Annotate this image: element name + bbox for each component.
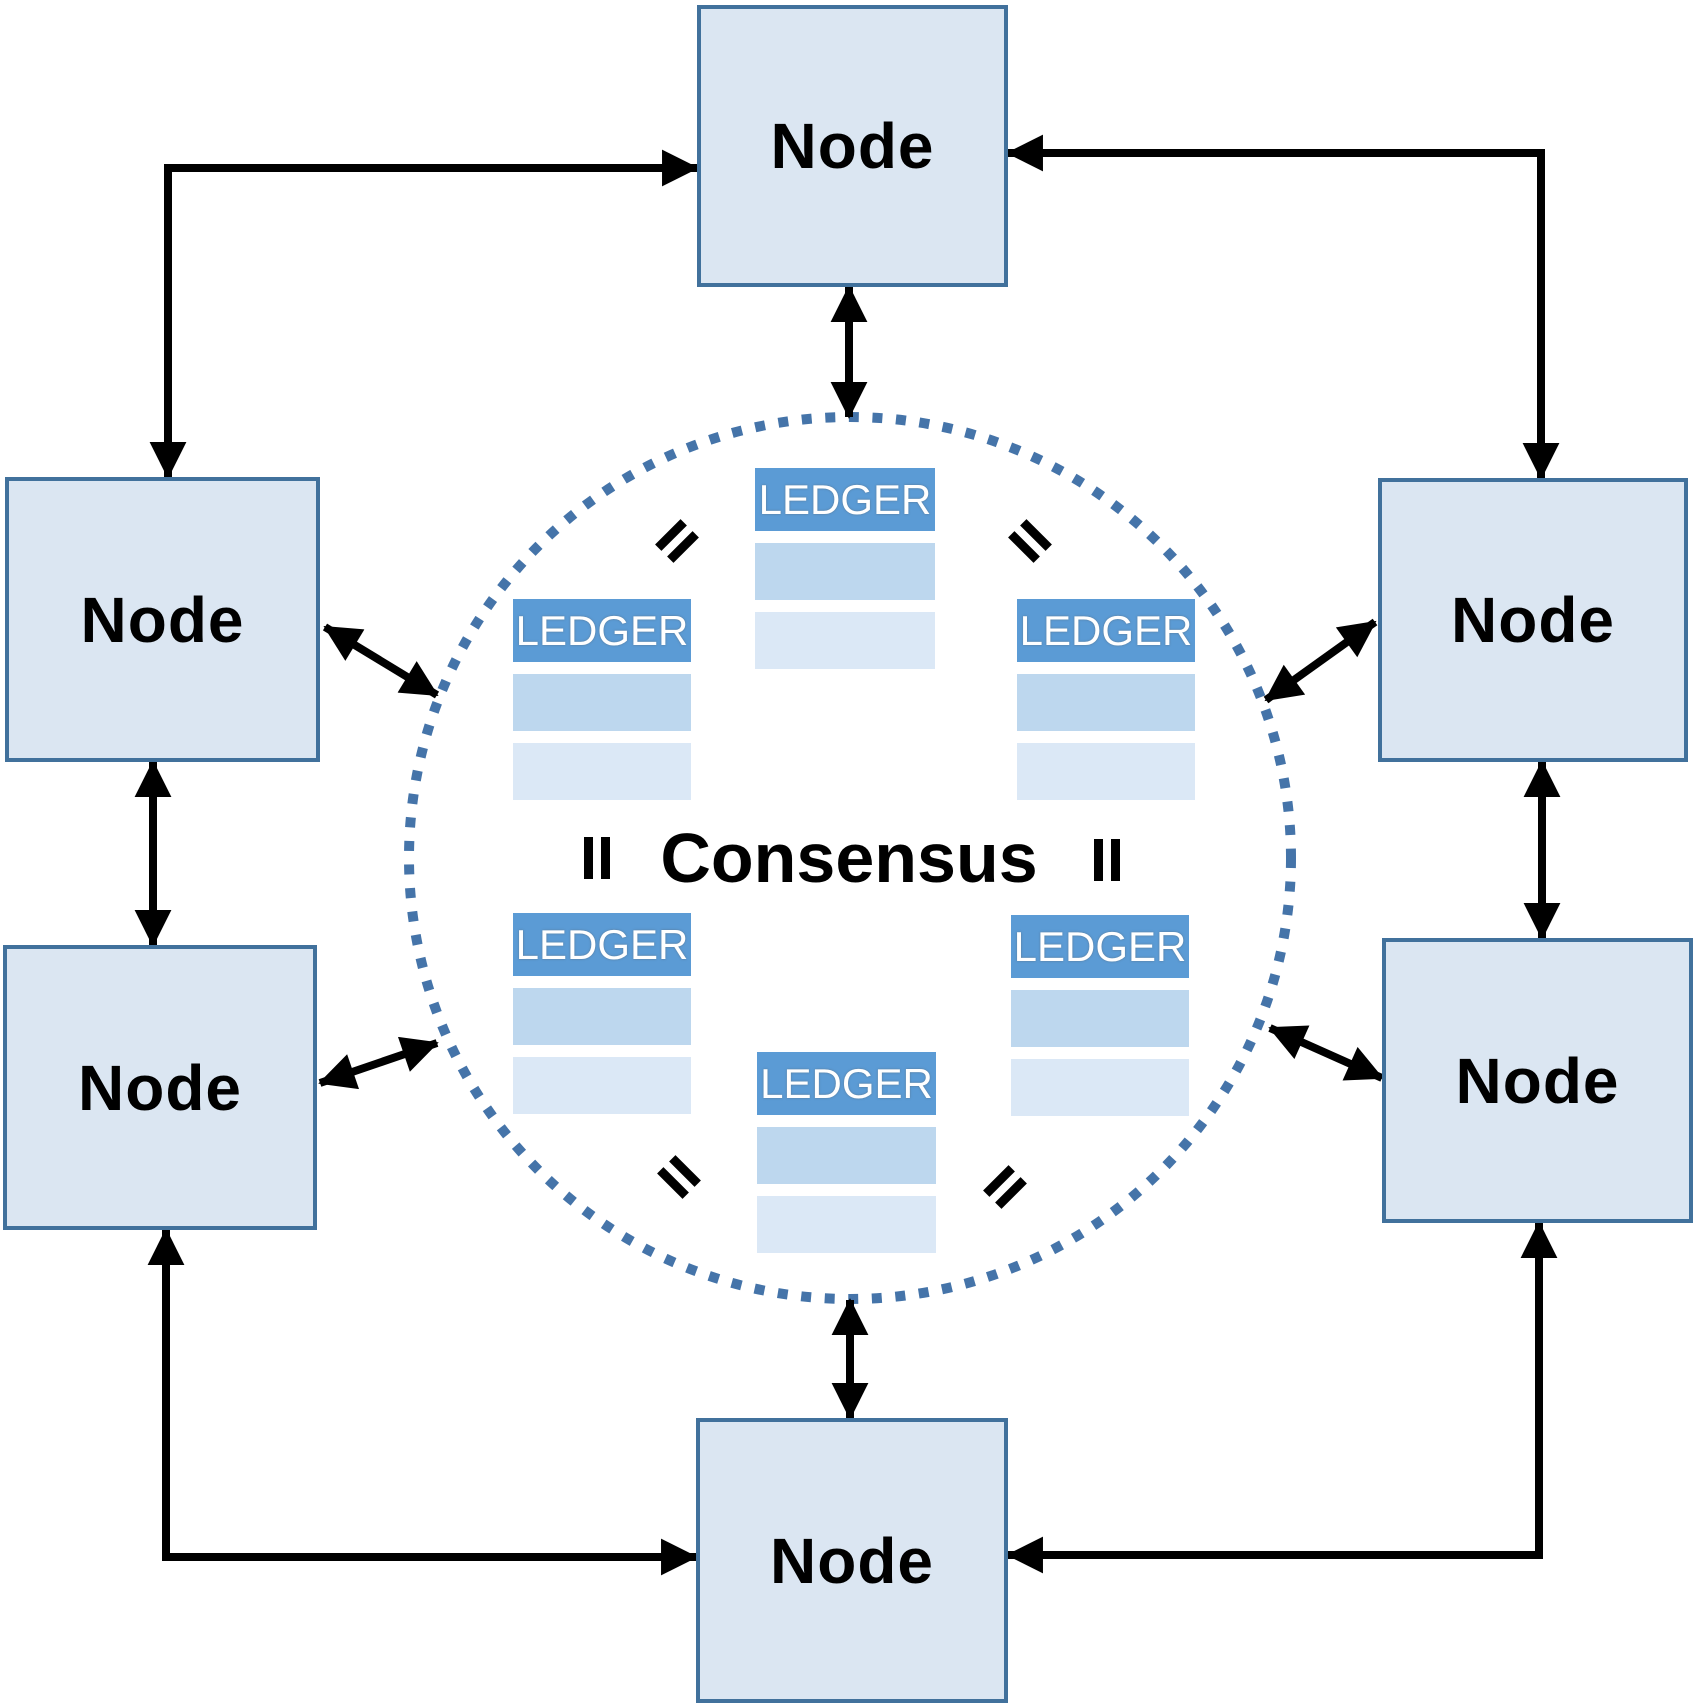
arrow-right-upper-node-to-circle — [1263, 618, 1378, 704]
ledger-table-bottom-center: LEDGER — [757, 1052, 936, 1253]
ledger-header: LEDGER — [755, 468, 935, 531]
equals-icon — [1008, 519, 1052, 563]
ledger-row — [1011, 1059, 1189, 1116]
ledger-row — [513, 1057, 691, 1114]
ledger-header: LEDGER — [1017, 599, 1195, 662]
ledger-table-upper-right: LEDGER — [1017, 599, 1195, 800]
ledger-header: LEDGER — [513, 599, 691, 662]
ledger-row — [1017, 743, 1195, 800]
equals-icon — [584, 837, 610, 879]
node-box-bottom: Node — [696, 1418, 1008, 1703]
equals-icon — [983, 1165, 1027, 1209]
ledger-row — [513, 674, 691, 731]
consensus-label: Consensus — [660, 819, 1038, 897]
equals-icon — [655, 519, 699, 563]
ledger-row — [513, 743, 691, 800]
node-label: Node — [770, 1524, 934, 1597]
arrow-top-node-to-right-upper-node — [1006, 134, 1560, 480]
arrow-left-upper-node-to-circle — [322, 623, 440, 699]
ledger-header: LEDGER — [1011, 915, 1189, 978]
ledger-row — [757, 1196, 936, 1253]
node-box-right-lower: Node — [1382, 938, 1693, 1223]
arrow-right-lower-node-to-bottom-node — [1006, 1221, 1558, 1574]
arrow-left-lower-node-to-circle — [318, 1036, 439, 1090]
arrow-top-node-to-left-upper-node — [149, 149, 699, 479]
equals-icon — [1094, 839, 1120, 881]
ledger-row — [755, 543, 935, 600]
ledger-table-upper-left: LEDGER — [513, 599, 691, 800]
node-label: Node — [1451, 584, 1615, 656]
node-label: Node — [1455, 1044, 1620, 1117]
ledger-header: LEDGER — [513, 913, 691, 976]
node-label: Node — [770, 110, 935, 182]
ledger-row — [1017, 674, 1195, 731]
node-label: Node — [80, 583, 245, 656]
equals-icon — [657, 1155, 701, 1199]
ledger-table-top-center: LEDGER — [755, 468, 935, 669]
arrow-left-lower-node-to-bottom-node — [147, 1228, 698, 1576]
ledger-table-lower-left: LEDGER — [513, 913, 691, 1114]
ledger-row — [755, 612, 935, 669]
ledger-row — [757, 1127, 936, 1184]
ledger-table-lower-right: LEDGER — [1011, 915, 1189, 1116]
node-box-right-upper: Node — [1378, 478, 1688, 762]
ledger-row — [513, 988, 691, 1045]
node-label: Node — [78, 1051, 242, 1124]
arrow-right-lower-node-to-circle — [1268, 1024, 1384, 1082]
node-box-left-lower: Node — [3, 945, 317, 1230]
ledger-header: LEDGER — [757, 1052, 936, 1115]
node-box-top: Node — [697, 5, 1008, 287]
ledger-row — [1011, 990, 1189, 1047]
node-box-left-upper: Node — [5, 477, 320, 762]
